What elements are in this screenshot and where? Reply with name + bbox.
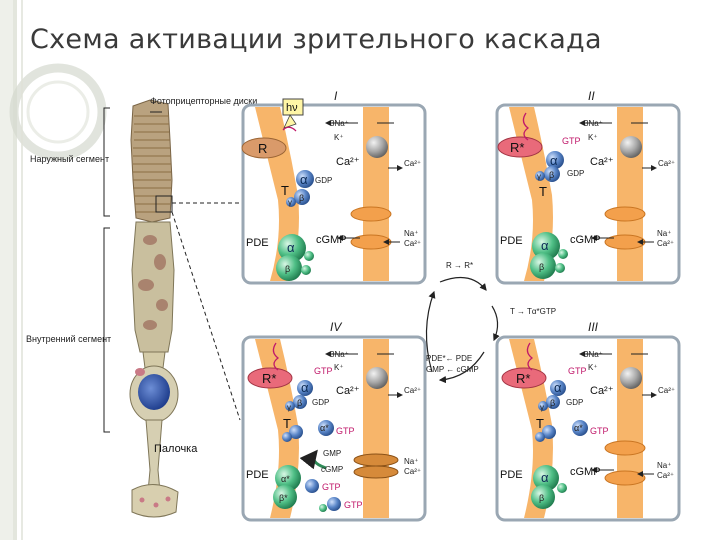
panel-1-cgmp: cGMP xyxy=(316,234,347,246)
panel-3-roman: III xyxy=(588,320,599,334)
panel-2-pde: PDE xyxy=(500,235,523,247)
panel-2-ca-in: Ca²⁺ xyxy=(590,156,614,168)
panel-4-gamma: γ xyxy=(287,403,291,412)
label-rod: Палочка xyxy=(154,443,198,455)
panel-2-ca-out: Ca²⁺ xyxy=(658,159,675,168)
panel-4-roman: IV xyxy=(330,320,342,334)
panel-4-cgmp: cGMP xyxy=(321,465,343,474)
panel-4-na-out: Na⁺ xyxy=(404,457,418,466)
panel-2-gdp: GDP xyxy=(567,169,584,178)
panel-3-alpha-star: α* xyxy=(574,423,583,433)
panel-2-gtp: GTP xyxy=(562,136,581,146)
panel-2-roman: II xyxy=(588,89,595,103)
panel-4-gtp3: GTP xyxy=(322,482,341,492)
cycle-step-3b: GMP ← cGMP xyxy=(426,365,479,374)
panel-4-ca-out: Ca²⁺ xyxy=(404,386,421,395)
slide-title: Схема активации зрительного каскада xyxy=(30,24,602,55)
panel-3-transducin: T xyxy=(536,416,544,431)
panel-2-k-pump: K⁺ xyxy=(588,133,598,142)
panel-4-ca-out2: Ca²⁺ xyxy=(404,467,421,476)
panel-4-gtp2: GTP xyxy=(336,426,355,436)
panel-1-hv: hν xyxy=(286,102,298,114)
panel-1-gdp: GDP xyxy=(315,176,332,185)
panel-2-beta: β xyxy=(549,170,554,180)
panel-2 xyxy=(495,103,681,285)
panel-2-na-out: Na⁺ xyxy=(657,229,671,238)
panel-3 xyxy=(495,335,681,522)
panel-2-gamma: γ xyxy=(537,172,541,181)
panel-2-transducin: T xyxy=(539,184,547,199)
label-outer-segment: Наружный сегмент xyxy=(30,154,109,164)
cycle-step-2: T → Tα*GTP xyxy=(510,307,556,316)
panel-3-gtp2: GTP xyxy=(590,426,609,436)
panel-2-ca-out2: Ca²⁺ xyxy=(657,239,674,248)
panel-4-pde: PDE xyxy=(246,469,269,481)
panel-4-pde-beta: β* xyxy=(279,493,288,503)
panel-1-gamma: γ xyxy=(288,198,292,207)
panel-4-gmp: GMP xyxy=(323,449,341,458)
panel-3-ca-out: Ca²⁺ xyxy=(658,386,675,395)
panel-1-rhodopsin: R xyxy=(258,141,267,156)
panel-3-pde-beta: β xyxy=(539,493,544,503)
panel-3-alpha: α xyxy=(554,380,562,395)
panel-2-cgmp: cGMP xyxy=(570,234,601,246)
panel-4-na-pump: 3Na⁺ xyxy=(330,350,349,359)
panel-4-gdp: GDP xyxy=(312,398,329,407)
panel-1-na-out: Na⁺ xyxy=(404,229,418,238)
cascade-cycle xyxy=(425,276,500,384)
label-inner-segment: Внутренний сегмент xyxy=(26,334,111,344)
panel-3-ca-in: Ca²⁺ xyxy=(590,385,614,397)
panel-3-cgmp: cGMP xyxy=(570,466,601,478)
panel-4-beta: β xyxy=(297,398,302,408)
panel-4-transducin: T xyxy=(283,416,291,431)
panel-2-pde-alpha: α xyxy=(541,238,549,253)
panel-4-gtp: GTP xyxy=(314,366,333,376)
panel-3-na-pump: 3Na⁺ xyxy=(584,350,603,359)
panel-4-ca-in: Ca²⁺ xyxy=(336,385,360,397)
panel-3-k-pump: K⁺ xyxy=(588,363,598,372)
panel-1-roman: I xyxy=(334,89,338,103)
panel-4-rhodopsin: R* xyxy=(262,371,276,386)
panel-1-pde-alpha: α xyxy=(287,240,295,255)
panel-1-k-pump: K⁺ xyxy=(334,133,344,142)
panel-3-ca-out2: Ca²⁺ xyxy=(657,471,674,480)
panel-3-rhodopsin: R* xyxy=(516,371,530,386)
cycle-step-3a: PDE*← PDE xyxy=(426,354,472,363)
zoom-lines xyxy=(171,202,242,421)
panel-1-pde: PDE xyxy=(246,237,269,249)
panel-1-na-pump: 3Na⁺ xyxy=(330,119,349,128)
panel-1-ca-out: Ca²⁺ xyxy=(404,159,421,168)
panel-1-ca-in: Ca²⁺ xyxy=(336,156,360,168)
panel-2-na-pump: 3Na⁺ xyxy=(584,119,603,128)
panel-3-na-out: Na⁺ xyxy=(657,461,671,470)
panel-1-transducin: T xyxy=(281,183,289,198)
panel-2-rhodopsin: R* xyxy=(510,140,524,155)
rod-cell xyxy=(129,99,179,518)
panel-3-pde-alpha: α xyxy=(541,470,549,485)
panel-2-alpha: α xyxy=(550,153,558,168)
panel-2-pde-beta: β xyxy=(539,262,544,272)
panel-1-beta: β xyxy=(299,193,304,203)
panel-4 xyxy=(241,335,427,522)
panel-1-ca-out2: Ca²⁺ xyxy=(404,239,421,248)
panel-4-pde-alpha: α* xyxy=(281,474,290,484)
panel-3-pde: PDE xyxy=(500,469,523,481)
cycle-step-1: R → R* xyxy=(446,261,473,270)
panel-1-alpha: α xyxy=(300,172,308,187)
panel-3-gtp: GTP xyxy=(568,366,587,376)
panel-3-beta: β xyxy=(550,398,555,408)
panel-3-gamma: γ xyxy=(540,403,544,412)
panel-4-gtp4: GTP xyxy=(344,500,363,510)
panel-4-alpha-star: α* xyxy=(320,423,329,433)
panel-1 xyxy=(241,98,427,285)
panel-4-alpha: α xyxy=(301,380,309,395)
rod-annotations xyxy=(103,107,162,433)
label-photoreceptor-discs: Фотоприцепторные диски xyxy=(150,96,257,106)
panel-1-pde-beta: β xyxy=(285,264,290,274)
panel-4-k-pump: K⁺ xyxy=(334,363,344,372)
panel-3-gdp: GDP xyxy=(566,398,583,407)
